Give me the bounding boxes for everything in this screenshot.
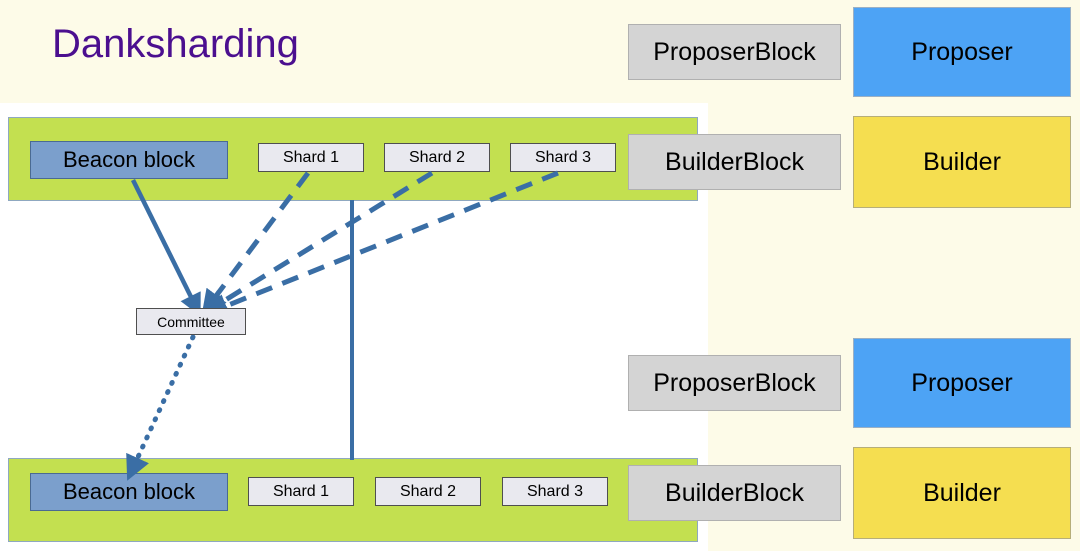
builder-block-top[interactable]: BuilderBlock [628,134,841,190]
shard-box-bottom-2[interactable]: Shard 2 [375,477,481,506]
beacon-block-top[interactable]: Beacon block [30,141,228,179]
proposer-card-bottom[interactable]: Proposer [853,338,1071,428]
shard-box-top-2[interactable]: Shard 2 [384,143,490,172]
proposer-block-top[interactable]: ProposerBlock [628,24,841,80]
builder-card-bottom[interactable]: Builder [853,447,1071,539]
page-title: Danksharding [52,22,299,66]
beacon-block-bottom[interactable]: Beacon block [30,473,228,511]
committee-box[interactable]: Committee [136,308,246,335]
shard-box-top-3[interactable]: Shard 3 [510,143,616,172]
proposer-card-top[interactable]: Proposer [853,7,1071,97]
shard-box-bottom-1[interactable]: Shard 1 [248,477,354,506]
builder-card-top[interactable]: Builder [853,116,1071,208]
shard-box-top-1[interactable]: Shard 1 [258,143,364,172]
proposer-block-bottom[interactable]: ProposerBlock [628,355,841,411]
builder-block-bottom[interactable]: BuilderBlock [628,465,841,521]
shard-box-bottom-3[interactable]: Shard 3 [502,477,608,506]
